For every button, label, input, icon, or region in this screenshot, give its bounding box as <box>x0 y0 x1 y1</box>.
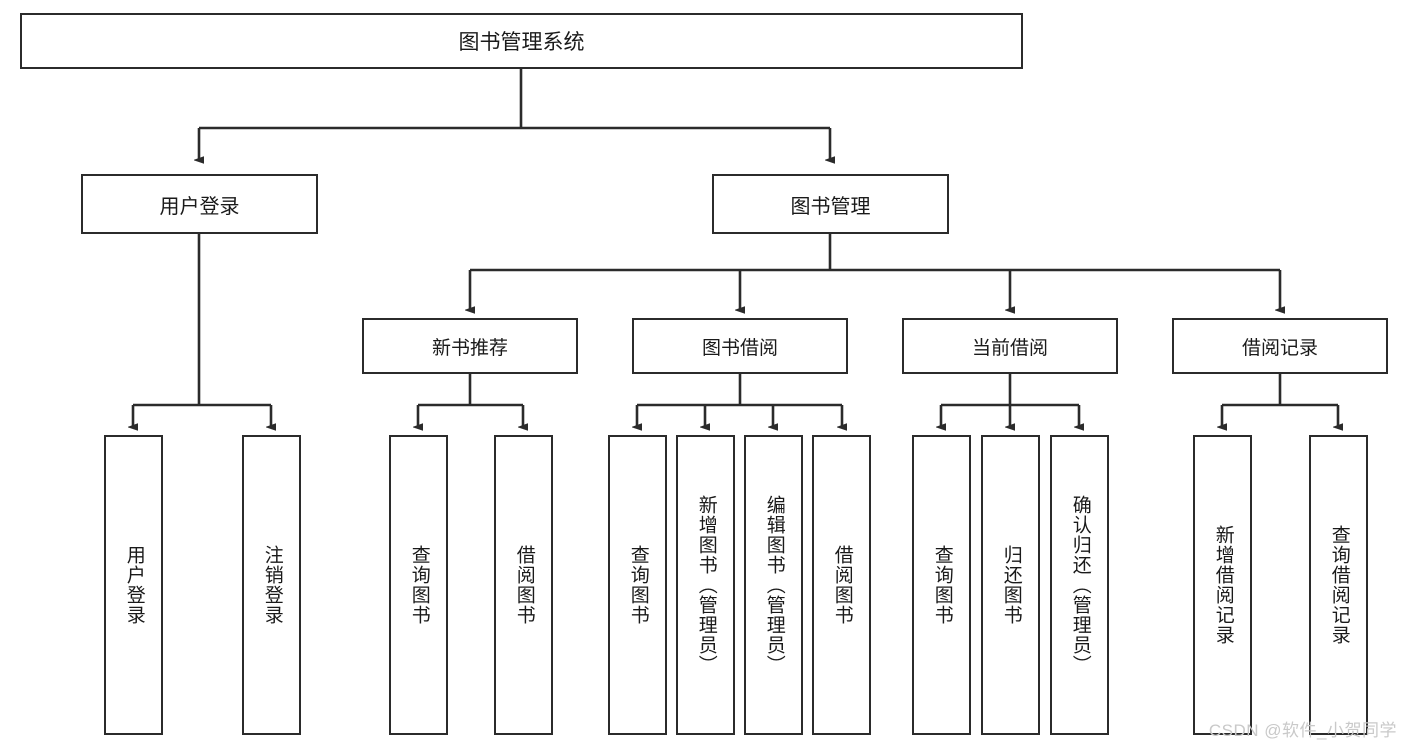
node-label: 查询图书 <box>627 545 649 625</box>
node-label: 新增借阅记录 <box>1212 525 1234 645</box>
leaf-new-book-borrow-book[interactable]: 借阅图书 <box>494 435 553 735</box>
node-user-login[interactable]: 用户登录 <box>81 174 318 234</box>
node-label: 查询图书 <box>408 545 430 625</box>
node-label: 查询图书 <box>931 545 953 625</box>
node-borrow-record[interactable]: 借阅记录 <box>1172 318 1388 374</box>
node-book-management[interactable]: 图书管理 <box>712 174 949 234</box>
leaf-book-borrow-borrow-book[interactable]: 借阅图书 <box>812 435 871 735</box>
node-label: 注销登录 <box>261 545 283 625</box>
leaf-borrow-record-add-record[interactable]: 新增借阅记录 <box>1193 435 1252 735</box>
leaf-book-borrow-add-book-admin[interactable]: 新增图书（管理员） <box>676 435 735 735</box>
leaf-book-borrow-edit-book-admin[interactable]: 编辑图书（管理员） <box>744 435 803 735</box>
leaf-current-borrow-confirm-return-admin[interactable]: 确认归还（管理员） <box>1050 435 1109 735</box>
node-label: 查询借阅记录 <box>1328 525 1350 645</box>
leaf-new-book-query-book[interactable]: 查询图书 <box>389 435 448 735</box>
node-label: 新书推荐 <box>431 337 508 359</box>
node-new-book-recommend[interactable]: 新书推荐 <box>362 318 578 374</box>
node-label: 归还图书 <box>1000 545 1022 625</box>
leaf-current-borrow-query-book[interactable]: 查询图书 <box>912 435 971 735</box>
node-label: 借阅记录 <box>1241 337 1318 359</box>
leaf-user-login-logout[interactable]: 注销登录 <box>242 435 301 735</box>
leaf-user-login-login[interactable]: 用户登录 <box>104 435 163 735</box>
node-label: 用户登录 <box>159 195 240 218</box>
node-label: 图书管理系统 <box>458 31 585 54</box>
node-current-borrow[interactable]: 当前借阅 <box>902 318 1118 374</box>
leaf-borrow-record-query-record[interactable]: 查询借阅记录 <box>1309 435 1368 735</box>
leaf-book-borrow-query-book[interactable]: 查询图书 <box>608 435 667 735</box>
node-label: 确认归还（管理员） <box>1069 495 1091 675</box>
node-label: 新增图书（管理员） <box>695 495 717 675</box>
node-label: 借阅图书 <box>831 545 853 625</box>
node-label: 编辑图书（管理员） <box>763 495 785 675</box>
leaf-current-borrow-return-book[interactable]: 归还图书 <box>981 435 1040 735</box>
node-label: 图书管理 <box>790 195 871 218</box>
node-label: 当前借阅 <box>971 337 1048 359</box>
node-label: 用户登录 <box>123 545 145 625</box>
node-root-system[interactable]: 图书管理系统 <box>20 13 1023 69</box>
node-book-borrow[interactable]: 图书借阅 <box>632 318 848 374</box>
node-label: 图书借阅 <box>701 337 778 359</box>
watermark-text: CSDN @软件_小贺同学 <box>1208 721 1397 740</box>
node-label: 借阅图书 <box>513 545 535 625</box>
